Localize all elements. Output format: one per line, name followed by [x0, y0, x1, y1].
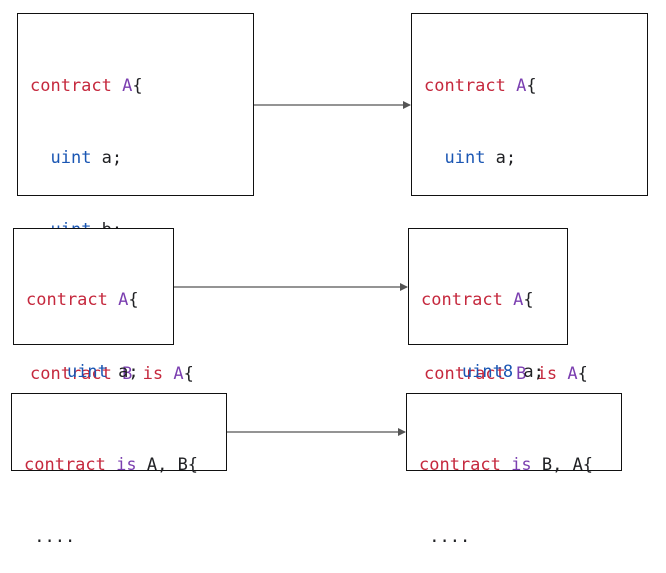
code-text: { [526, 76, 537, 96]
row1-right-box [411, 13, 648, 196]
keyword: contract [419, 455, 501, 475]
keyword: contract [421, 290, 503, 310]
code-line: contract A{ [421, 288, 544, 312]
code-text: B, A{ [531, 455, 594, 475]
code-text: { [523, 290, 534, 310]
code-line: contract B is A{ [424, 362, 588, 386]
code-line: .... [419, 525, 593, 549]
keyword: contract [424, 364, 506, 384]
keyword: contract [24, 455, 106, 475]
code-line: uint8 a; [421, 360, 544, 384]
contract-name: B [122, 364, 133, 384]
code-text: { [183, 364, 194, 384]
row1-right-code: contract A{ uint a; } contract B is A{ .… [424, 26, 588, 482]
keyword: is [536, 364, 558, 384]
code-text: { [128, 290, 139, 310]
contract-name: A [173, 364, 184, 384]
code-line: uint a; [424, 146, 588, 170]
code-line: contract is B, A{ [419, 453, 593, 477]
code-text: a; [107, 362, 139, 382]
contract-name: A [516, 76, 527, 96]
code-text: a; [91, 148, 123, 168]
code-line: contract is A, B{ [24, 453, 198, 477]
code-line: contract A{ [424, 74, 588, 98]
contract-name: A [122, 76, 133, 96]
code-text: .... [429, 527, 471, 547]
keyword: contract [30, 364, 112, 384]
keyword: is [116, 455, 137, 475]
code-line: uint a; [30, 146, 194, 170]
row1-left-box [17, 13, 254, 196]
keyword: is [142, 364, 164, 384]
type-keyword: uint [444, 148, 486, 168]
code-text: .... [34, 527, 76, 547]
keyword: contract [30, 76, 112, 96]
code-line: uint a; [26, 360, 139, 384]
code-line: contract A{ [30, 74, 194, 98]
keyword: is [511, 455, 532, 475]
row2-right-box [408, 228, 568, 345]
arrows-layer [174, 101, 411, 436]
code-text: a; [513, 362, 544, 382]
contract-name: A [118, 290, 129, 310]
code-line: .... [24, 525, 198, 549]
code-text: { [132, 76, 143, 96]
row2-left-box [13, 228, 174, 345]
contract-name: A [513, 290, 524, 310]
code-text: { [577, 364, 588, 384]
contract-name: A [567, 364, 578, 384]
code-line: contract B is A{ [30, 362, 194, 386]
contract-name: B [516, 364, 527, 384]
code-text: a; [485, 148, 517, 168]
keyword: contract [424, 76, 506, 96]
keyword: contract [26, 290, 108, 310]
code-line: contract A{ [26, 288, 139, 312]
row3-right-box [406, 393, 622, 471]
type-keyword: uint [66, 362, 108, 382]
row3-left-box [11, 393, 227, 471]
code-text: A, B{ [136, 455, 199, 475]
type-keyword: uint8 [461, 362, 514, 382]
type-keyword: uint [50, 148, 92, 168]
